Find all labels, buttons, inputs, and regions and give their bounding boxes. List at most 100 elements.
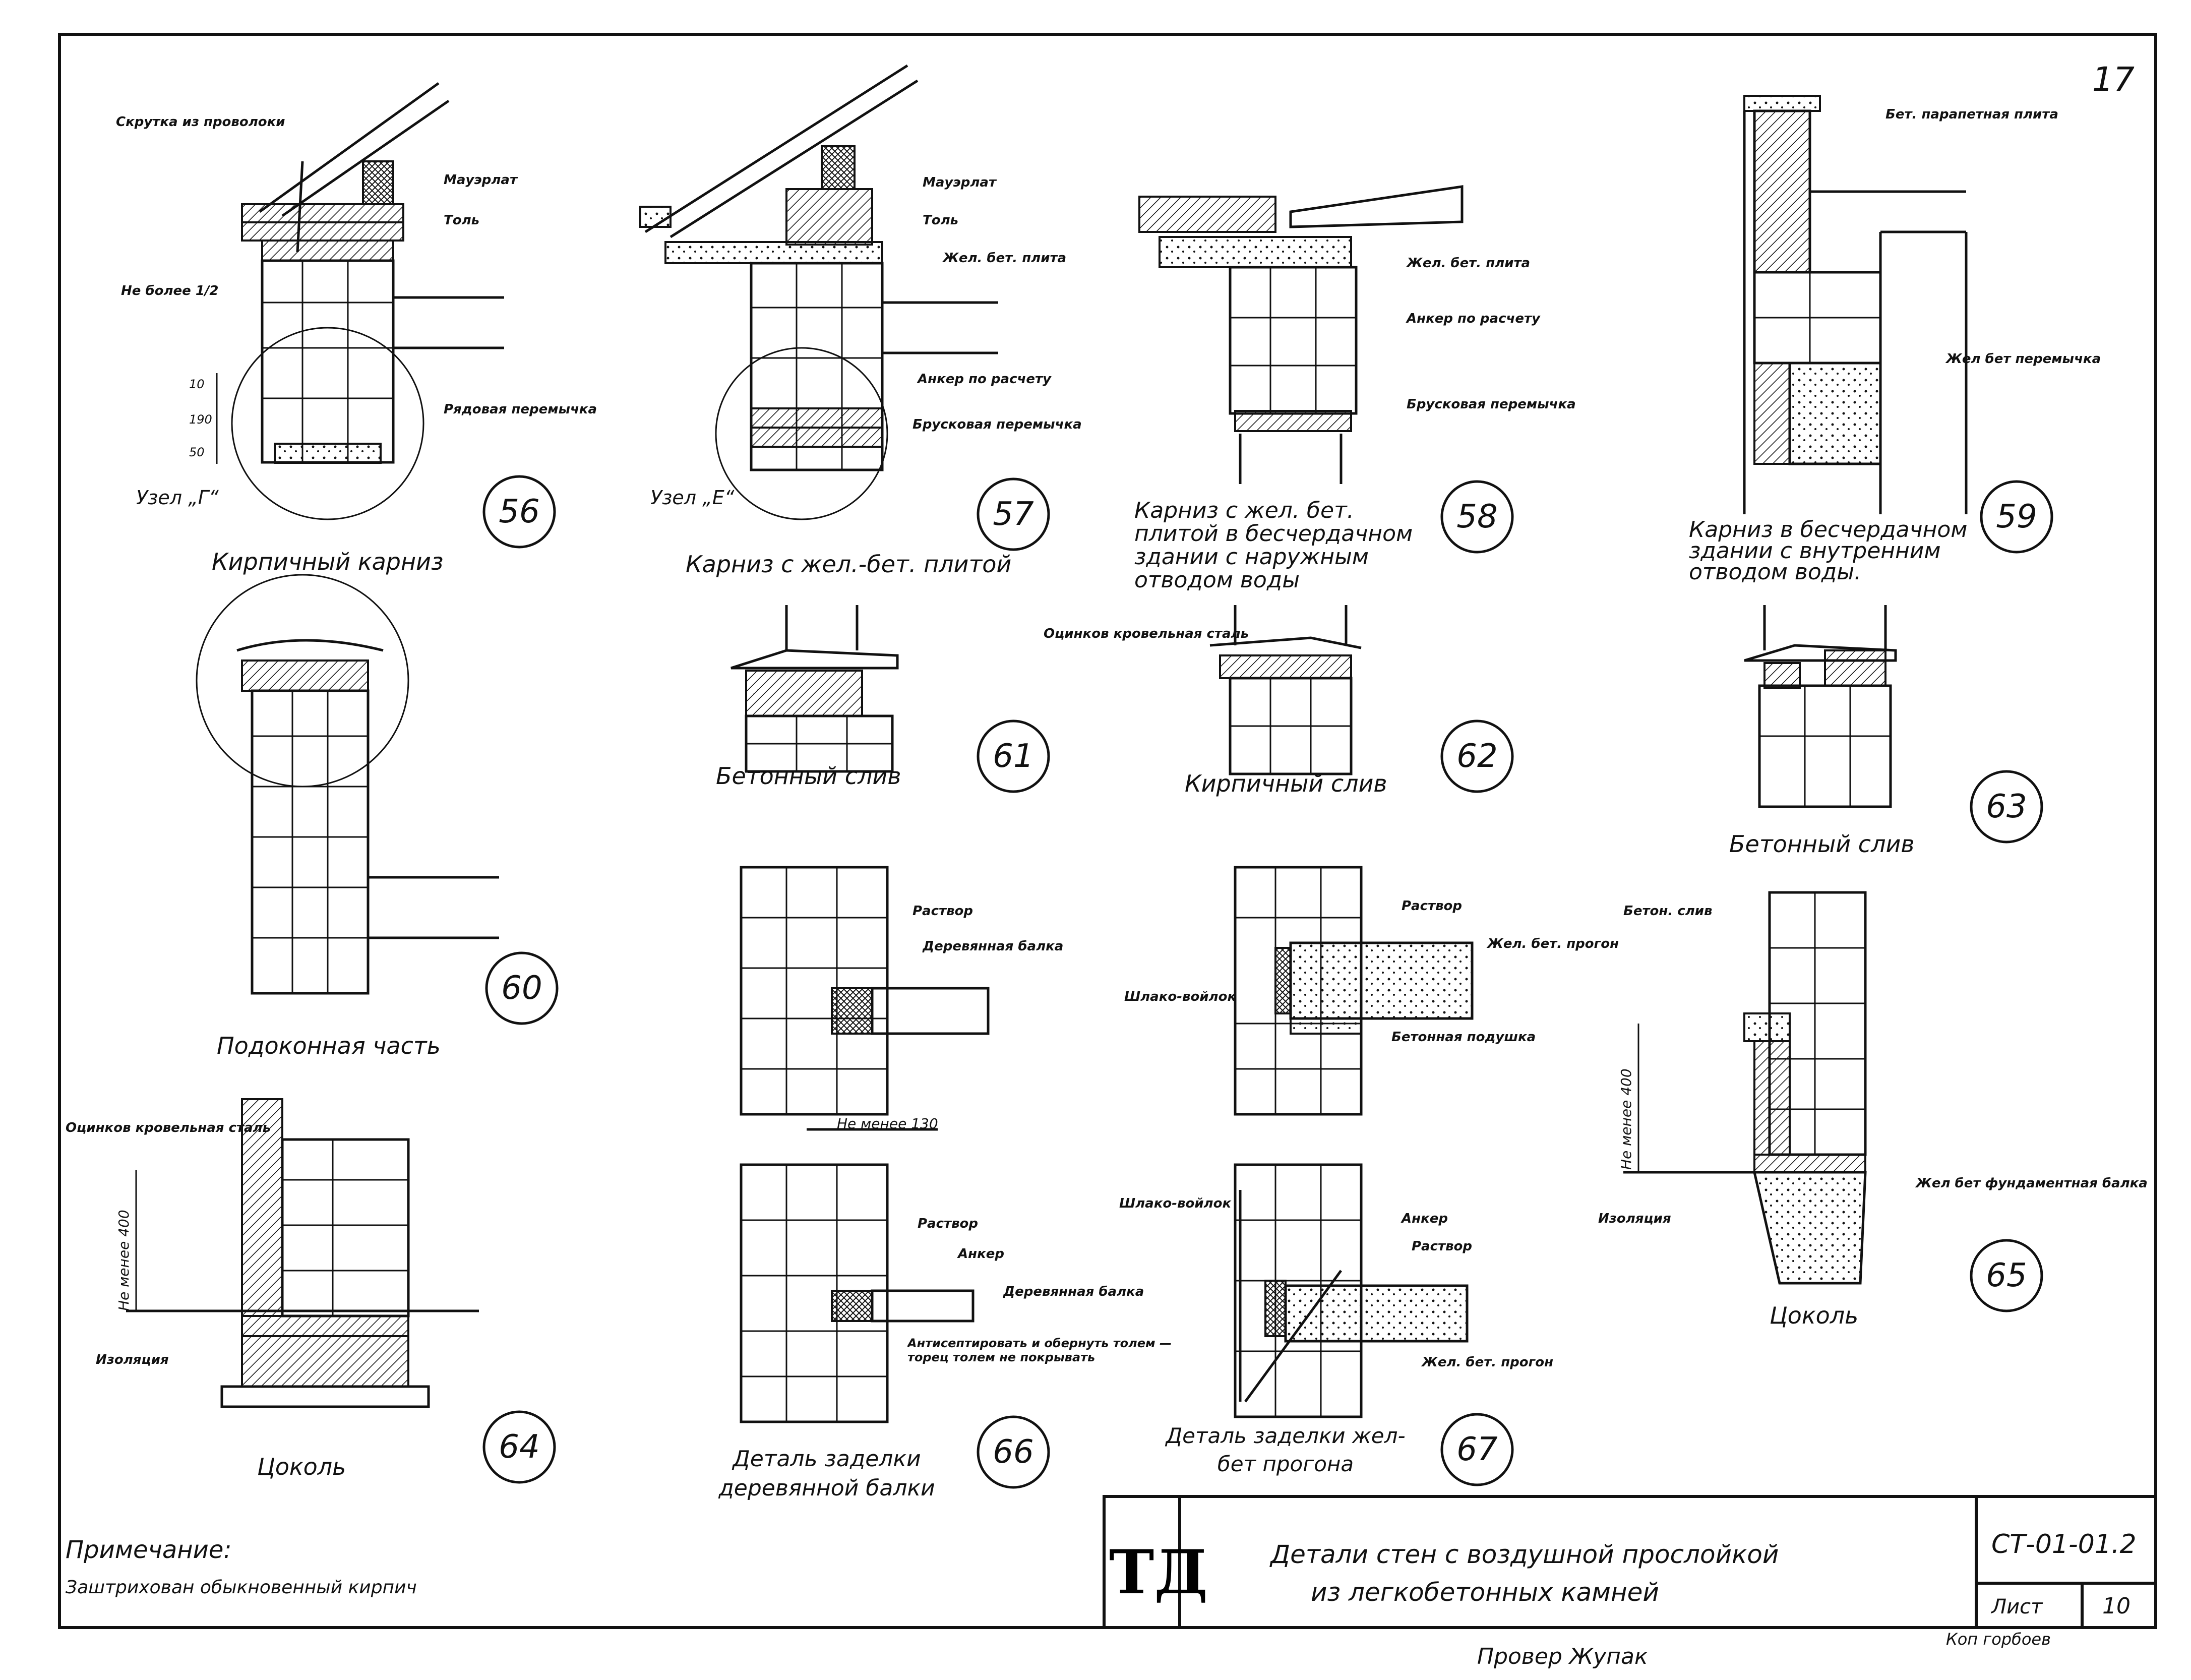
detail-59-drawing [1743,95,1968,514]
detail-59-label-1: Жел бет перемычка [1945,351,2101,367]
detail-65-label-2: Изоляция [1598,1211,1671,1226]
detail-67-label-0: Раствор [1402,898,1462,914]
detail-56-label-1: Мауэрлат [444,172,518,188]
detail-57-caption: Карниз с жел.-бет. плитой [686,551,1011,578]
detail-66-label-5: Деревянная балка [1003,1284,1144,1299]
detail-57-number: 57 [993,496,1034,533]
detail-64-caption: Цоколь [257,1453,346,1480]
detail-62-caption: Кирпичный слив [1185,770,1387,797]
detail-56-node: Узел „Г“ [136,487,219,509]
detail-56-drawing [216,82,504,520]
detail-56-label-2: Толь [444,213,479,228]
detail-67-marker [1440,1413,1514,1486]
detail-57-marker [977,477,1050,551]
detail-63-drawing [1744,605,1897,808]
detail-64-number: 64 [499,1428,539,1466]
signature-check: Провер Жупак [1477,1644,1648,1669]
detail-66-number: 66 [993,1433,1033,1471]
note-text: Заштрихован обыкновенный кирпич [66,1577,417,1598]
detail-65-label-0: Бетон. слив [1623,904,1712,919]
detail-56-label-3: Не более 1/2 [121,283,219,298]
signature-copy: Коп горбоев [1946,1630,2051,1649]
sheet-list-label: Лист [1990,1595,2043,1618]
title-line-2: из легкобетонных камней [1311,1578,1659,1607]
detail-58-label-0: Жел. бет. плита [1406,256,1530,271]
detail-65-caption: Цоколь [1770,1302,1858,1329]
detail-66-label-0: Раствор [912,904,973,919]
detail-63-number: 63 [1986,788,2027,825]
detail-59-label-0: Бет. парапетная плита [1885,107,2058,122]
detail-67-label-2: Шлако-войлок [1124,989,1237,1004]
detail-61-marker [977,719,1050,793]
detail-65-number: 65 [1986,1257,2027,1294]
title-block [1103,1495,2157,1629]
detail-60-number: 60 [501,970,542,1007]
detail-57-drawing [639,64,998,520]
detail-60-drawing [196,574,499,995]
note-title: Примечание: [66,1536,232,1564]
detail-66-label-6: Антисептировать и обернуть толем — торец… [907,1336,1172,1364]
detail-66-label-4: Анкер [957,1246,1004,1262]
detail-67-label-7: Жел. бет. прогон [1421,1355,1553,1370]
detail-58-caption: Карниз с жел. бет. плитой в бесчердачном… [1134,499,1413,593]
detail-57-label-2: Жел. бет. плита [942,251,1066,266]
detail-62-drawing [1209,605,1362,775]
detail-58-drawing [1138,185,1464,484]
detail-66-label-3: Раствор [918,1216,978,1231]
detail-56-number: 56 [499,493,539,530]
detail-59-caption: Карниз в бесчердачном здании с внутренни… [1689,519,1968,585]
detail-56-label-6: 190 [189,412,212,427]
detail-56-label-7: 50 [189,445,205,459]
detail-60-caption: Подоконная часть [217,1032,441,1059]
detail-61-drawing [731,605,899,773]
detail-67-number: 67 [1456,1431,1498,1468]
title-line-1: Детали стен с воздушной прослойкой [1269,1540,1779,1569]
detail-67-caption: Деталь заделки жел-бет прогона [1166,1423,1406,1476]
detail-58-label-2: Брусковая перемычка [1407,397,1576,412]
detail-59-number: 59 [1996,498,2037,535]
detail-58-marker [1440,480,1514,554]
detail-63-marker [1970,770,2043,844]
detail-61-caption: Бетонный слив [716,762,901,790]
detail-64-label-0: Оцинков кровельная сталь [66,1120,271,1135]
detail-56-label-0: Скрутка из проволоки [116,114,285,130]
detail-59-marker [1980,480,2053,554]
detail-57-label-3: Анкер по расчету [917,372,1052,387]
detail-56-caption: Кирпичный карниз [212,548,443,575]
detail-67-label-3: Бетонная подушка [1391,1030,1536,1045]
detail-64-label-2: Изоляция [96,1352,169,1367]
detail-67-label-6: Раствор [1412,1239,1472,1254]
detail-66-drawing [740,866,990,1423]
detail-56-label-4: Рядовая перемычка [444,402,597,417]
detail-58-label-1: Анкер по расчету [1406,311,1541,326]
detail-64-drawing [126,1098,479,1408]
detail-64-marker [482,1410,556,1484]
detail-66-marker [977,1415,1050,1489]
detail-67-label-4: Шлако-войлок [1119,1196,1232,1211]
detail-57-node: Узел „Е“ [650,487,735,509]
detail-57-label-0: Мауэрлат [923,175,997,190]
detail-56-marker [482,475,556,549]
detail-66-label-1: Деревянная балка [922,939,1063,954]
page-number: 17 [2092,60,2135,99]
detail-65-drawing [1623,891,1867,1285]
detail-65-marker [1970,1239,2043,1312]
detail-62-label-0: Оцинков кровельная сталь [1044,626,1249,641]
detail-63-caption: Бетонный слив [1729,830,1914,858]
detail-65-label-3: Жел бет фундаментная балка [1915,1176,2148,1191]
detail-61-number: 61 [993,738,1033,775]
title-logo: ТД [1109,1537,1208,1608]
detail-66-label-2: Не менее 130 [837,1115,938,1132]
detail-57-label-4: Брусковая перемычка [912,417,1082,432]
detail-66-caption: Деталь заделки деревянной балки [718,1446,935,1501]
sheet-list-value: 10 [2102,1593,2131,1619]
detail-57-label-1: Толь [923,213,958,228]
detail-65-label-1: Не менее 400 [1618,1068,1634,1170]
detail-67-label-5: Анкер [1401,1211,1448,1226]
detail-67-label-1: Жел. бет. прогон [1486,936,1619,951]
detail-62-marker [1440,719,1514,793]
detail-58-number: 58 [1456,498,1497,535]
detail-56-label-5: 10 [189,377,205,391]
detail-64-label-1: Не менее 400 [115,1210,132,1311]
